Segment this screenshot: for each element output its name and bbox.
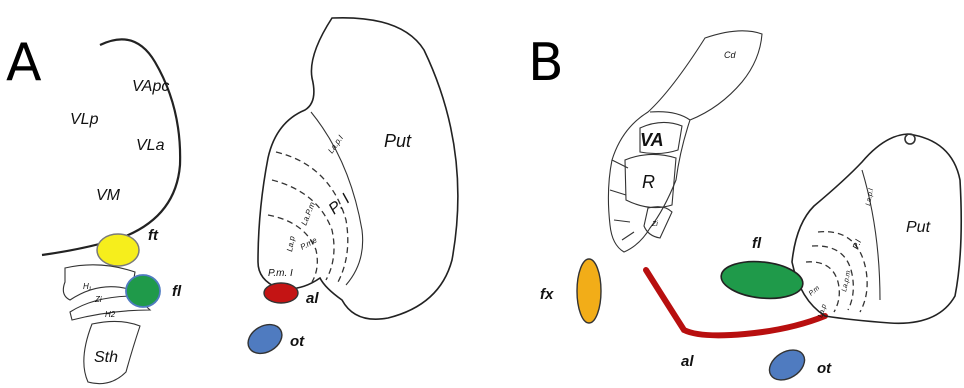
label-p1-b: P.I <box>850 238 863 251</box>
label-fx: fx <box>540 286 554 303</box>
thalamus-lines-b <box>610 160 634 240</box>
label-zi-a: Zi <box>94 295 102 304</box>
fx-ellipse <box>577 259 601 323</box>
label-p1-a: P. I <box>326 191 354 218</box>
label-ft: ft <box>148 227 159 244</box>
caudate-inner-line <box>650 112 690 120</box>
zi-b-outline <box>644 207 672 238</box>
label-h1: H₁ <box>83 282 92 291</box>
label-va: VA <box>640 130 664 150</box>
label-vm: VM <box>96 187 121 204</box>
label-zi-b: Zi <box>651 221 658 228</box>
label-ot-a: ot <box>290 333 305 350</box>
label-ot-b: ot <box>817 360 832 377</box>
putamen-outline-b <box>792 134 961 323</box>
putamen-marker-circle <box>905 134 915 144</box>
label-r: R <box>642 172 655 192</box>
panel-a: A VApc VLp VLa VM ft H₁ Zi H2 Sth fl Put… <box>6 18 458 384</box>
label-fl-a: fl <box>172 283 182 300</box>
lamina-dash-2 <box>272 180 334 280</box>
ot-ellipse-b <box>764 344 810 386</box>
label-pm1-a: P.m. I <box>268 268 293 279</box>
fl-ellipse-a <box>126 275 160 307</box>
panel-a-letter: A <box>6 33 42 93</box>
label-lap-a: La.p <box>285 235 297 252</box>
label-lap1-a: La.p.I <box>326 133 345 155</box>
ft-ellipse <box>97 234 139 266</box>
label-fl-b: fl <box>752 235 762 252</box>
label-h2: H2 <box>105 310 116 319</box>
label-lapm-a: La.P.m <box>300 201 318 227</box>
label-al-a: al <box>306 290 319 307</box>
panel-b-letter: B <box>528 33 564 93</box>
label-put-b: Put <box>906 219 931 236</box>
al-ellipse-a <box>264 283 298 303</box>
label-lapm-b: La.p.m <box>841 270 852 293</box>
label-cd: Cd <box>724 50 736 60</box>
label-sth: Sth <box>94 349 118 366</box>
label-lap1-b: La.p.I <box>865 188 875 207</box>
panel-b: B Cd VA R Zi fx al Put P.I La.p.I La.p.m… <box>528 31 961 386</box>
label-vla: VLa <box>136 137 165 154</box>
label-put-a: Put <box>384 131 412 151</box>
label-al-b: al <box>681 353 694 370</box>
caudate-outline <box>608 31 762 252</box>
label-vlp: VLp <box>70 111 99 128</box>
label-pm-b: P.m <box>808 285 821 298</box>
ot-ellipse-a <box>243 319 287 360</box>
label-vapc: VApc <box>132 78 169 95</box>
